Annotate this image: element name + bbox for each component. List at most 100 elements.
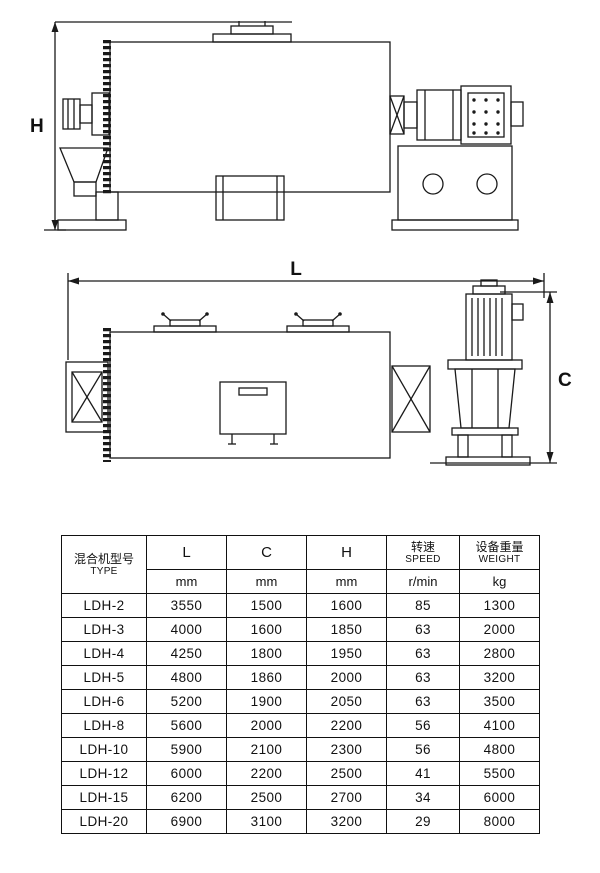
drive-bearing [389,95,418,135]
col-header-speed: 转速 SPEED [386,535,460,570]
cell-l: 5600 [146,713,227,738]
cell-h: 2300 [306,737,387,762]
cell-speed: 56 [386,737,460,762]
unit-weight: kg [459,569,540,594]
spec-table-body: LDH-2 3550 1500 1600 85 1300 LDH-3 4000 … [61,593,540,834]
dim-h-label: H [30,116,44,137]
inlet-port-right [286,312,350,333]
table-row: LDH-3 4000 1600 1850 63 2000 [61,617,540,642]
col-header-weight: 设备重量 WEIGHT [459,535,540,570]
cell-h: 2200 [306,713,387,738]
table-row: LDH-8 5600 2000 2200 56 4100 [61,713,540,738]
cell-speed: 85 [386,593,460,618]
cell-c: 2200 [226,761,307,786]
cell-type: LDH-6 [61,689,147,714]
gearbox [445,359,531,466]
cell-weight: 3200 [459,665,540,690]
cell-weight: 2800 [459,641,540,666]
cell-l: 6900 [146,809,227,834]
cell-type: LDH-15 [61,785,147,810]
cell-c: 1900 [226,689,307,714]
cell-weight: 3500 [459,689,540,714]
coupling-guard [416,89,462,141]
cell-l: 4800 [146,665,227,690]
unit-h: mm [306,569,387,594]
table-row: LDH-10 5900 2100 2300 56 4800 [61,737,540,762]
cell-c: 2500 [226,785,307,810]
left-support-base [57,191,127,231]
access-door [219,381,287,445]
cell-l: 3550 [146,593,227,618]
col-header-type: 混合机型号 TYPE [61,535,147,594]
spec-table-section: 混合机型号 TYPE L C H 转速 SPEED 设备重量 WEIGHT [61,535,540,834]
cell-type: LDH-20 [61,809,147,834]
cell-h: 1950 [306,641,387,666]
cell-type: LDH-2 [61,593,147,618]
mixer-drum [103,328,391,462]
table-row: LDH-12 6000 2200 2500 41 5500 [61,761,540,786]
cell-speed: 34 [386,785,460,810]
drive-stand [391,145,519,231]
cell-h: 2700 [306,785,387,810]
mixer-drum [103,40,391,194]
table-row: LDH-15 6200 2500 2700 34 6000 [61,785,540,810]
unit-l: mm [146,569,227,594]
col-header-l: L [146,535,227,570]
left-shaft-assembly [62,92,110,136]
bottom-discharge-box [215,175,285,221]
mixer-front-elevation-drawing: H [30,21,524,231]
cell-h: 2000 [306,665,387,690]
inlet-port-left [153,312,217,333]
cell-speed: 63 [386,689,460,714]
cell-c: 3100 [226,809,307,834]
spec-table: 混合机型号 TYPE L C H 转速 SPEED 设备重量 WEIGHT [61,535,540,834]
cell-weight: 4800 [459,737,540,762]
cell-type: LDH-4 [61,641,147,666]
motor [465,279,524,361]
cell-speed: 41 [386,761,460,786]
right-bearing [391,365,431,433]
col-header-c: C [226,535,307,570]
cell-l: 5200 [146,689,227,714]
cell-weight: 1300 [459,593,540,618]
cell-l: 5900 [146,737,227,762]
col-header-h: H [306,535,387,570]
unit-speed: r/min [386,569,460,594]
left-bearing-pedestal [65,361,109,433]
cell-type: LDH-10 [61,737,147,762]
cell-speed: 56 [386,713,460,738]
cell-c: 1600 [226,617,307,642]
cell-type: LDH-12 [61,761,147,786]
cell-weight: 5500 [459,761,540,786]
col-header-type-cn: 混合机型号 [73,551,134,566]
table-row: LDH-6 5200 1900 2050 63 3500 [61,689,540,714]
table-row: LDH-4 4250 1800 1950 63 2800 [61,641,540,666]
cell-c: 2100 [226,737,307,762]
dimension-l: L [67,260,545,360]
dim-l-label: L [290,260,302,280]
cell-h: 1850 [306,617,387,642]
col-header-speed-cn: 转速 [410,539,435,554]
cell-l: 4250 [146,641,227,666]
dimension-c: C [430,291,572,464]
cell-weight: 2000 [459,617,540,642]
table-row: LDH-20 6900 3100 3200 29 8000 [61,809,540,834]
cell-h: 2500 [306,761,387,786]
cell-speed: 63 [386,665,460,690]
cell-l: 4000 [146,617,227,642]
cell-c: 1860 [226,665,307,690]
col-header-type-en: TYPE [90,565,118,577]
discharge-hopper [59,147,109,197]
cell-l: 6200 [146,785,227,810]
col-header-speed-en: SPEED [405,553,441,565]
cell-type: LDH-3 [61,617,147,642]
dim-c-label: C [558,370,572,391]
cell-speed: 63 [386,641,460,666]
cell-c: 2000 [226,713,307,738]
gearbox [460,85,524,145]
col-header-weight-en: WEIGHT [478,553,521,565]
cell-speed: 29 [386,809,460,834]
cell-l: 6000 [146,761,227,786]
cell-weight: 4100 [459,713,540,738]
